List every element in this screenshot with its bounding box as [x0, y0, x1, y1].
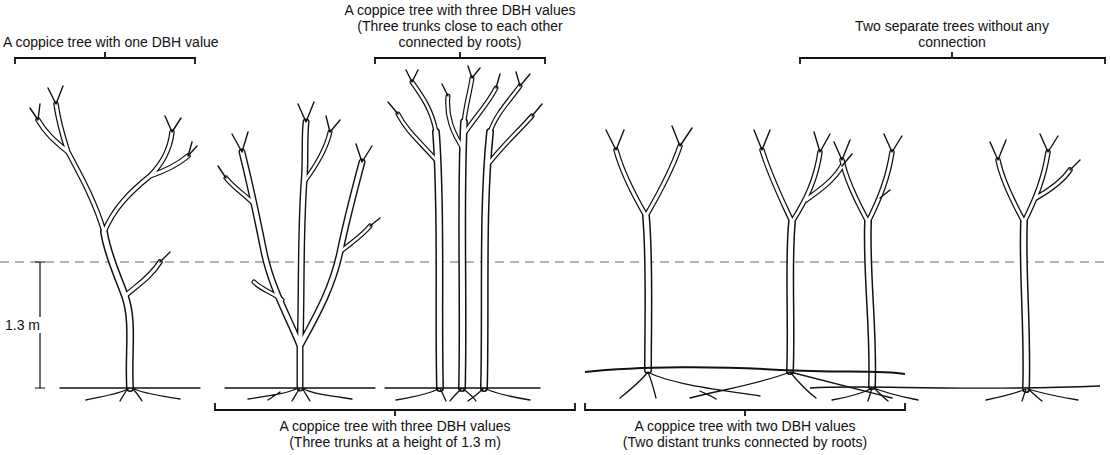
- bracket: [15, 52, 195, 64]
- branch-outline: [398, 78, 532, 162]
- trunk-outline: [868, 222, 1027, 389]
- root: [60, 388, 200, 401]
- tree-twigs: [30, 66, 1080, 262]
- branch-fill: [226, 132, 370, 300]
- trunk-fill: [436, 122, 490, 388]
- branch-fill: [616, 146, 842, 222]
- twig: [388, 66, 542, 116]
- bracket: [215, 403, 575, 416]
- branch-fill: [398, 78, 532, 162]
- tree-trunks: [38, 78, 1070, 389]
- trunk-outline: [242, 122, 362, 388]
- bracket: [375, 52, 545, 64]
- trunk-fill: [242, 122, 362, 388]
- twig: [30, 86, 197, 262]
- root: [620, 372, 892, 399]
- twig: [606, 126, 852, 166]
- trunk-fill: [868, 222, 1027, 389]
- dimension-label: 1.3 m: [3, 317, 42, 333]
- branch-fill: [38, 104, 188, 296]
- root: [225, 388, 375, 401]
- bracket-label: A coppice tree with three DBH values (Th…: [340, 2, 580, 50]
- bracket-label: Two separate trees without any connectio…: [832, 18, 1072, 50]
- bracket: [585, 403, 905, 416]
- branch-fill: [842, 152, 1070, 222]
- trunk-fill: [646, 216, 792, 371]
- twig: [834, 134, 1080, 198]
- bracket-label: A coppice tree with two DBH values (Two …: [620, 418, 870, 450]
- bracket-label: A coppice tree with one DBH value: [3, 34, 219, 50]
- branch-outline: [842, 152, 1070, 222]
- bracket: [800, 52, 1105, 64]
- trunk-fill: [104, 232, 130, 388]
- ground-line: [810, 386, 1100, 388]
- height-guide-line: [0, 261, 1110, 263]
- root: [832, 388, 1078, 401]
- trunk-outline: [104, 232, 130, 388]
- branch-outline: [616, 146, 842, 222]
- trunk-outline: [646, 216, 792, 371]
- ground-line: [585, 367, 905, 374]
- bracket-label: A coppice tree with three DBH values (Th…: [260, 418, 530, 450]
- twig: [218, 102, 380, 226]
- tree-roots: [60, 372, 1078, 401]
- root: [385, 388, 540, 401]
- trunk-outline: [436, 122, 490, 388]
- brackets: [15, 52, 1105, 416]
